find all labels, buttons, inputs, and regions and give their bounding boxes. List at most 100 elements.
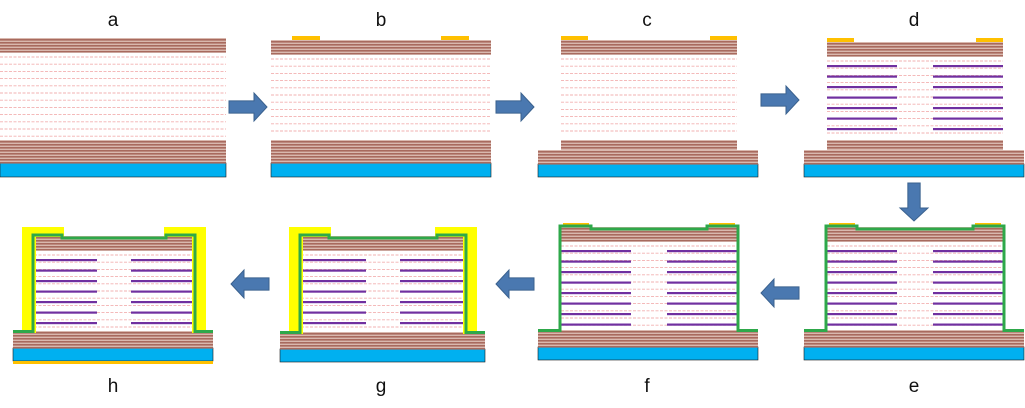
oxide-layer-left <box>827 96 897 99</box>
oxide-layer-left <box>827 128 897 131</box>
substrate <box>537 346 759 361</box>
panel-e <box>803 223 1025 361</box>
oxide-layer-right <box>400 259 465 262</box>
oxide-layer-right <box>933 250 1003 253</box>
oxide-layer-right <box>667 313 737 316</box>
process-arrow-left-icon <box>230 268 270 300</box>
bottom-contact <box>13 361 213 364</box>
process-arrow-down-icon <box>898 182 930 222</box>
oxide-layer-left <box>827 260 897 263</box>
oxide-layer-left <box>561 302 631 305</box>
oxide-layer-right <box>131 259 194 262</box>
substrate <box>279 348 486 363</box>
oxide-layer-left <box>34 301 97 304</box>
oxide-layer-left <box>561 313 631 316</box>
panel-label-c: c <box>642 10 652 31</box>
oxide-layer-left <box>561 271 631 274</box>
passivation-layer <box>538 224 758 332</box>
oxide-layer-right <box>933 292 1003 295</box>
oxide-layer-right <box>933 271 1003 274</box>
oxide-layer-left <box>827 313 897 316</box>
oxide-layer-right <box>667 250 737 253</box>
oxide-layer-right <box>667 323 737 326</box>
oxide-layer-left <box>827 250 897 253</box>
oxide-layer-right <box>933 313 1003 316</box>
oxide-layer-right <box>933 75 1003 78</box>
oxide-layer-right <box>933 260 1003 263</box>
panel-label-g: g <box>376 376 387 397</box>
panel-label-e: e <box>909 376 920 397</box>
panel-label-b: b <box>376 10 387 31</box>
oxide-layer-left <box>561 323 631 326</box>
oxide-layer-left <box>827 302 897 305</box>
top-contact-right <box>441 36 469 40</box>
top-contact-left <box>561 36 588 40</box>
oxide-layer-right <box>400 311 465 314</box>
passivation-layer <box>280 233 485 334</box>
oxide-layer-right <box>667 302 737 305</box>
oxide-layer-left <box>827 86 897 89</box>
panel-d <box>803 38 1025 178</box>
oxide-layer-right <box>667 281 737 284</box>
oxide-layer-right <box>131 311 194 314</box>
oxide-layer-right <box>933 65 1003 68</box>
panel-a <box>0 38 227 178</box>
panel-label-h: h <box>108 376 119 397</box>
oxide-layer-right <box>400 280 465 283</box>
panel-b <box>270 36 492 178</box>
top-contact-left <box>827 38 854 42</box>
panel-label-d: d <box>909 10 920 31</box>
panel-c <box>537 36 759 178</box>
panel-g <box>279 227 486 363</box>
oxide-layer-left <box>827 75 897 78</box>
process-arrow-right-icon <box>495 91 535 123</box>
oxide-layer-right <box>667 292 737 295</box>
oxide-layer-right <box>933 302 1003 305</box>
oxide-layer-right <box>933 107 1003 110</box>
substrate <box>270 162 492 178</box>
substrate <box>537 163 759 178</box>
panel-h <box>12 227 214 364</box>
oxide-layer-left <box>34 322 97 325</box>
oxide-layer-right <box>667 260 737 263</box>
top-contact-left <box>292 36 320 40</box>
oxide-layer-left <box>301 280 366 283</box>
oxide-layer-left <box>301 311 366 314</box>
process-arrow-right-icon <box>228 91 268 123</box>
oxide-layer-left <box>301 259 366 262</box>
oxide-layer-left <box>301 290 366 293</box>
oxide-layer-left <box>827 271 897 274</box>
oxide-layer-left <box>561 281 631 284</box>
substrate <box>803 163 1025 178</box>
oxide-layer-right <box>131 269 194 272</box>
oxide-layer-right <box>933 96 1003 99</box>
oxide-layer-left <box>34 280 97 283</box>
oxide-layer-left <box>34 290 97 293</box>
oxide-layer-right <box>933 128 1003 131</box>
oxide-layer-left <box>827 65 897 68</box>
oxide-layer-right <box>933 86 1003 89</box>
oxide-layer-left <box>34 311 97 314</box>
oxide-layer-right <box>933 323 1003 326</box>
active-cavity-region <box>271 54 491 140</box>
top-contact-right <box>710 36 737 40</box>
oxide-layer-left <box>301 322 366 325</box>
oxide-layer-left <box>561 250 631 253</box>
substrate <box>0 162 227 178</box>
oxide-layer-left <box>301 301 366 304</box>
passivation-layer <box>804 224 1024 332</box>
active-cavity-region <box>0 52 226 140</box>
oxide-layer-right <box>667 271 737 274</box>
substrate <box>12 347 214 362</box>
oxide-layer-left <box>34 259 97 262</box>
process-arrow-left-icon <box>760 277 800 309</box>
oxide-layer-right <box>933 281 1003 284</box>
oxide-layer-left <box>827 292 897 295</box>
passivation-layer <box>13 233 213 333</box>
oxide-layer-left <box>827 117 897 120</box>
process-arrow-right-icon <box>760 84 800 116</box>
oxide-layer-right <box>131 301 194 304</box>
oxide-layer-right <box>400 322 465 325</box>
oxide-layer-right <box>933 117 1003 120</box>
